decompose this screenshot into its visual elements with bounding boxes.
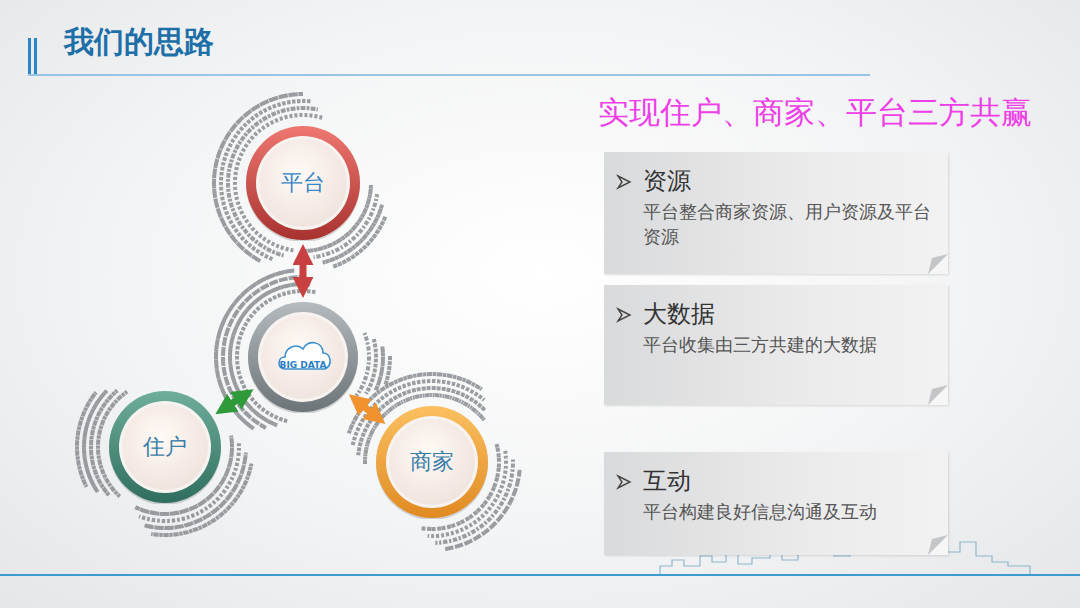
title-rule xyxy=(28,74,870,76)
headline-text: 实现住户、商家、平台三方共赢 xyxy=(598,92,1032,134)
text-panel: 互动平台构建良好信息沟通及互动 xyxy=(604,452,948,555)
circle-node: 商家 xyxy=(375,405,489,519)
binary-texture xyxy=(376,347,383,391)
double-arrow xyxy=(363,406,370,412)
text-panel: 资源平台整合商家资源、用户资源及平台资源 xyxy=(604,152,948,274)
node-label: 商家 xyxy=(375,447,489,477)
binary-texture xyxy=(385,356,390,385)
circle-node: BIG DATA xyxy=(247,301,359,413)
node-label: 住户 xyxy=(108,432,222,462)
double-arrow xyxy=(300,263,307,279)
binary-texture xyxy=(77,392,96,486)
circle-node: 住户 xyxy=(108,390,222,504)
panel-heading: 互动 xyxy=(643,466,932,497)
panel-heading: 大数据 xyxy=(643,299,932,330)
text-panel: 大数据平台收集由三方共建的大数据 xyxy=(604,285,948,405)
panel-heading: 资源 xyxy=(643,166,932,197)
folded-corner xyxy=(928,535,948,555)
panel-body: 平台整合商家资源、用户资源及平台资源 xyxy=(643,199,932,249)
title-bar xyxy=(28,38,31,74)
panel-body: 平台构建良好信息沟通及互动 xyxy=(643,499,932,524)
panel-body: 平台收集由三方共建的大数据 xyxy=(643,332,932,357)
bullet-arrow xyxy=(616,474,632,490)
node-label: BIG DATA xyxy=(247,360,359,370)
folded-corner xyxy=(928,254,948,274)
slide-title: 我们的思路 xyxy=(64,22,214,63)
base-rule xyxy=(0,574,1080,576)
folded-corner xyxy=(928,385,948,405)
title-bar xyxy=(34,38,37,74)
binary-texture xyxy=(366,339,376,394)
binary-texture xyxy=(356,333,369,396)
bullet-arrow xyxy=(616,307,632,323)
circle-node: 平台 xyxy=(245,125,361,241)
double-arrow xyxy=(231,400,237,404)
circle-outline xyxy=(247,301,359,413)
node-label: 平台 xyxy=(245,168,361,198)
bullet-arrow xyxy=(616,174,632,190)
